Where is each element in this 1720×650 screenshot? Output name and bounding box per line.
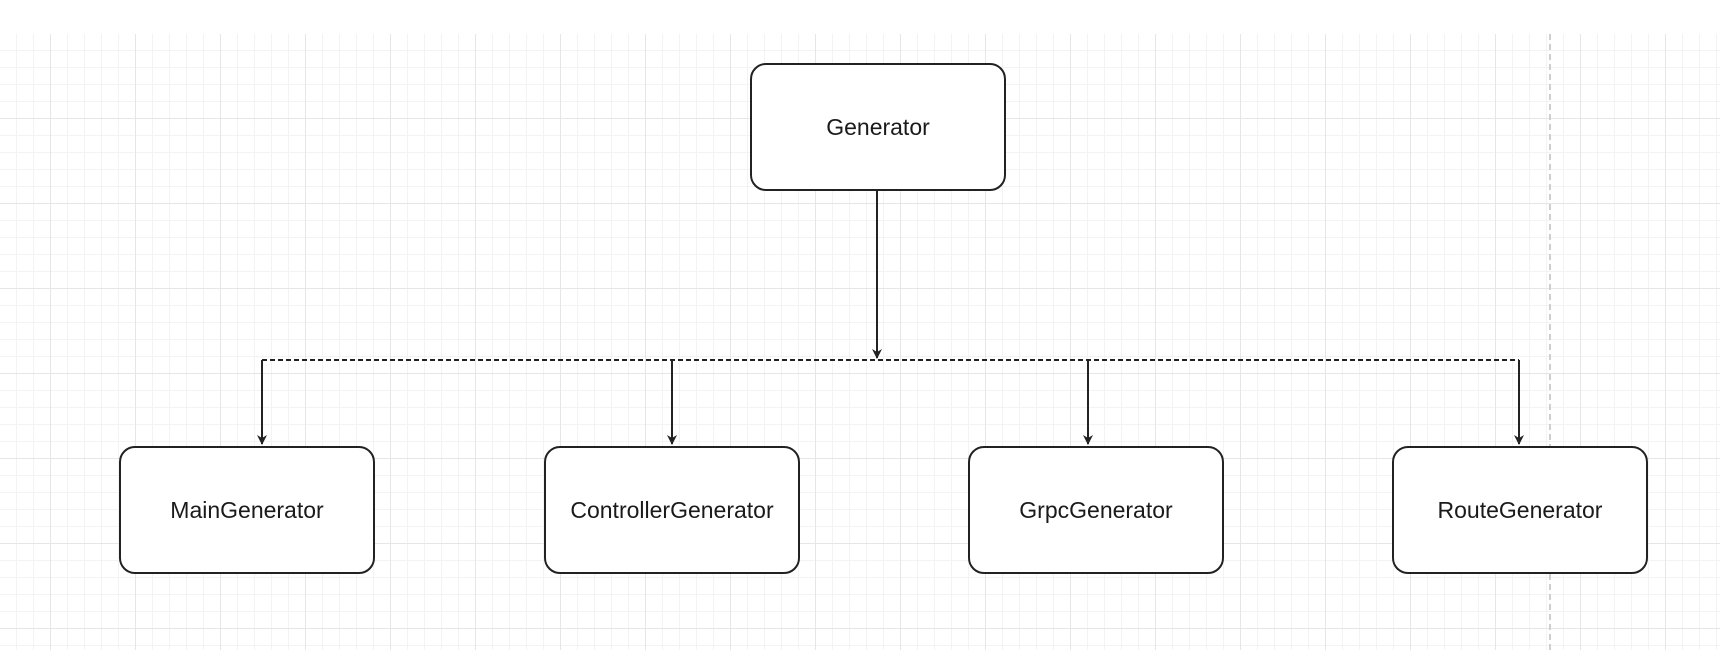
node-route-generator[interactable]: RouteGenerator (1392, 446, 1648, 574)
node-grpc-generator[interactable]: GrpcGenerator (968, 446, 1224, 574)
node-generator-label: Generator (826, 113, 930, 140)
node-main-generator-label: MainGenerator (170, 496, 324, 523)
node-controller-generator-label: ControllerGenerator (570, 496, 774, 523)
node-main-generator[interactable]: MainGenerator (119, 446, 375, 574)
node-generator[interactable]: Generator (750, 63, 1006, 191)
page-break-line (1549, 34, 1551, 650)
node-route-generator-label: RouteGenerator (1437, 496, 1603, 523)
node-grpc-generator-label: GrpcGenerator (1019, 496, 1173, 523)
node-controller-generator[interactable]: ControllerGenerator (544, 446, 800, 574)
